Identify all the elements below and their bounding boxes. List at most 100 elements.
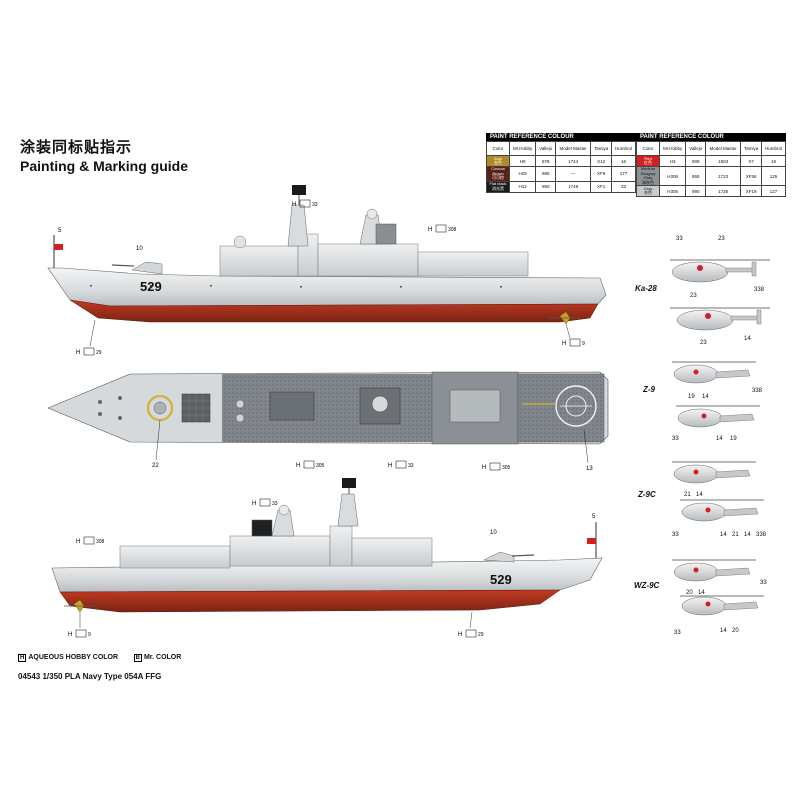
helicopter-icon bbox=[672, 559, 756, 582]
heli-name-wz9c: WZ-9C bbox=[634, 581, 660, 590]
modelmaster-code: 1749 bbox=[555, 180, 592, 193]
callout-mast: H 33 bbox=[292, 199, 318, 208]
svg-text:20: 20 bbox=[732, 628, 739, 634]
hull-antifouling bbox=[59, 589, 561, 613]
svg-text:14: 14 bbox=[744, 336, 751, 342]
helicopter-group-ka28 bbox=[670, 259, 770, 331]
hull-number: 529 bbox=[140, 279, 162, 294]
midship-deck bbox=[222, 374, 432, 442]
humbrol-code: 16 bbox=[611, 155, 636, 167]
paint-table-title: PAINT REFERENCE COLOUR bbox=[486, 133, 636, 141]
mrhobby-code: H9 bbox=[508, 155, 537, 167]
callout-deck-2: H 33 bbox=[388, 460, 414, 469]
hull-antifouling bbox=[69, 299, 599, 323]
paint-reference-table-1: PAINT REFERENCE COLOUR Color Mr.Hobby Va… bbox=[486, 133, 636, 193]
mast-top-black bbox=[292, 185, 306, 195]
svg-text:338: 338 bbox=[754, 287, 765, 293]
svg-text:23: 23 bbox=[700, 340, 707, 346]
svg-text:14: 14 bbox=[698, 590, 705, 596]
modelmaster-code: 1726 bbox=[705, 185, 742, 197]
mast-top-black bbox=[342, 478, 356, 488]
color-swatch: Gray 灰色 bbox=[636, 185, 660, 197]
svg-text:33: 33 bbox=[672, 532, 679, 538]
callout-propeller: H 9 bbox=[562, 338, 585, 347]
helipad-circle bbox=[555, 385, 597, 427]
hangar-equipment bbox=[449, 389, 501, 423]
portholes bbox=[90, 285, 502, 288]
aqueous-hobby-icon: H bbox=[18, 654, 27, 662]
svg-text:14: 14 bbox=[744, 532, 751, 538]
main-gun bbox=[483, 551, 515, 563]
forward-mast bbox=[287, 204, 309, 247]
svg-text:14: 14 bbox=[720, 628, 727, 634]
hangar-block bbox=[119, 545, 231, 569]
callout: 13 bbox=[586, 466, 593, 472]
title-chinese: 涂装同标贴指示 bbox=[20, 138, 133, 156]
hangar-block bbox=[417, 251, 529, 277]
col-mrhobby: Mr.Hobby bbox=[658, 141, 687, 156]
humbrol-code: 127 bbox=[761, 185, 786, 197]
bridge-block bbox=[329, 525, 353, 567]
svg-text:305: 305 bbox=[316, 463, 325, 469]
legend-aqueous: AQUEOUS HOBBY COLOR bbox=[28, 654, 119, 661]
mid-superstructure bbox=[317, 243, 419, 277]
vallejo-code: 878 bbox=[535, 155, 557, 167]
paint-table-title: PAINT REFERENCE COLOUR bbox=[636, 133, 786, 141]
forward-mast bbox=[337, 493, 359, 527]
svg-text:14: 14 bbox=[702, 394, 709, 400]
flag-icon bbox=[54, 244, 63, 250]
callout-waterline: H 29 bbox=[458, 629, 484, 638]
mid-superstructure bbox=[229, 535, 331, 567]
heli-callouts: 23 33 23 338 23 14 19 14 338 19 14 33 21… bbox=[672, 236, 767, 636]
svg-text:21: 21 bbox=[684, 492, 691, 498]
svg-text:H: H bbox=[252, 501, 256, 507]
forward-superstructure bbox=[219, 245, 299, 277]
color-swatch: Red 红色 bbox=[636, 155, 660, 167]
helicopter-icon bbox=[670, 259, 770, 283]
svg-text:33: 33 bbox=[676, 236, 683, 242]
svg-text:H: H bbox=[76, 539, 80, 545]
helicopter-icon bbox=[680, 499, 764, 522]
hull-number: 529 bbox=[490, 572, 512, 587]
main-gun bbox=[131, 261, 163, 275]
svg-text:H: H bbox=[388, 463, 392, 469]
flag-icon bbox=[587, 538, 596, 544]
svg-text:23: 23 bbox=[690, 293, 697, 299]
top-profile-view: 529 5 10 H 33 H 308 H 29 H bbox=[47, 185, 607, 356]
helicopter-group-z9 bbox=[672, 361, 760, 428]
callout-mast: H 33 bbox=[252, 498, 278, 507]
svg-text:14: 14 bbox=[696, 492, 703, 498]
mrhobby-code: H305 bbox=[658, 185, 687, 197]
radar-array bbox=[251, 519, 273, 537]
helicopter-icon bbox=[672, 461, 756, 484]
table-row: Red 红色 H3 908 1503 X7 19 bbox=[636, 155, 786, 167]
svg-text:H: H bbox=[458, 632, 462, 638]
plan-view: 22 H 305 H 33 H 305 13 bbox=[47, 371, 609, 472]
svg-text:H: H bbox=[76, 350, 80, 356]
mrhobby-code: H3 bbox=[658, 155, 687, 167]
radar-array bbox=[375, 223, 397, 245]
table-row: Gray 灰色 H305 990 1726 XF19 127 bbox=[636, 185, 786, 197]
radome bbox=[366, 208, 378, 220]
table-row: Gold 金色 H9 878 1744 X12 16 bbox=[486, 155, 636, 167]
svg-text:14: 14 bbox=[720, 532, 727, 538]
callout-waterline: H 29 bbox=[76, 347, 102, 356]
svg-text:33: 33 bbox=[760, 580, 767, 586]
humbrol-code: 125 bbox=[761, 166, 786, 186]
callout-bridge: H 308 bbox=[76, 536, 105, 545]
bottom-profile-view: 529 H 33 H 308 5 10 H 29 H bbox=[51, 478, 603, 638]
callout-bridge: H 308 bbox=[428, 224, 457, 233]
callout: 22 bbox=[152, 463, 159, 469]
modelmaster-code: — bbox=[555, 166, 592, 182]
svg-text:9: 9 bbox=[88, 632, 91, 638]
color-swatch: Flat black 消光黑 bbox=[486, 180, 510, 193]
modelmaster-code: 1744 bbox=[555, 155, 592, 167]
helicopter-icon bbox=[680, 595, 764, 616]
svg-text:21: 21 bbox=[732, 532, 739, 538]
svg-text:33: 33 bbox=[672, 436, 679, 442]
product-title: 04543 1/350 PLA Navy Type 054A FFG bbox=[18, 672, 162, 681]
svg-text:H: H bbox=[68, 632, 72, 638]
callout-deck-1: H 305 bbox=[296, 460, 325, 469]
